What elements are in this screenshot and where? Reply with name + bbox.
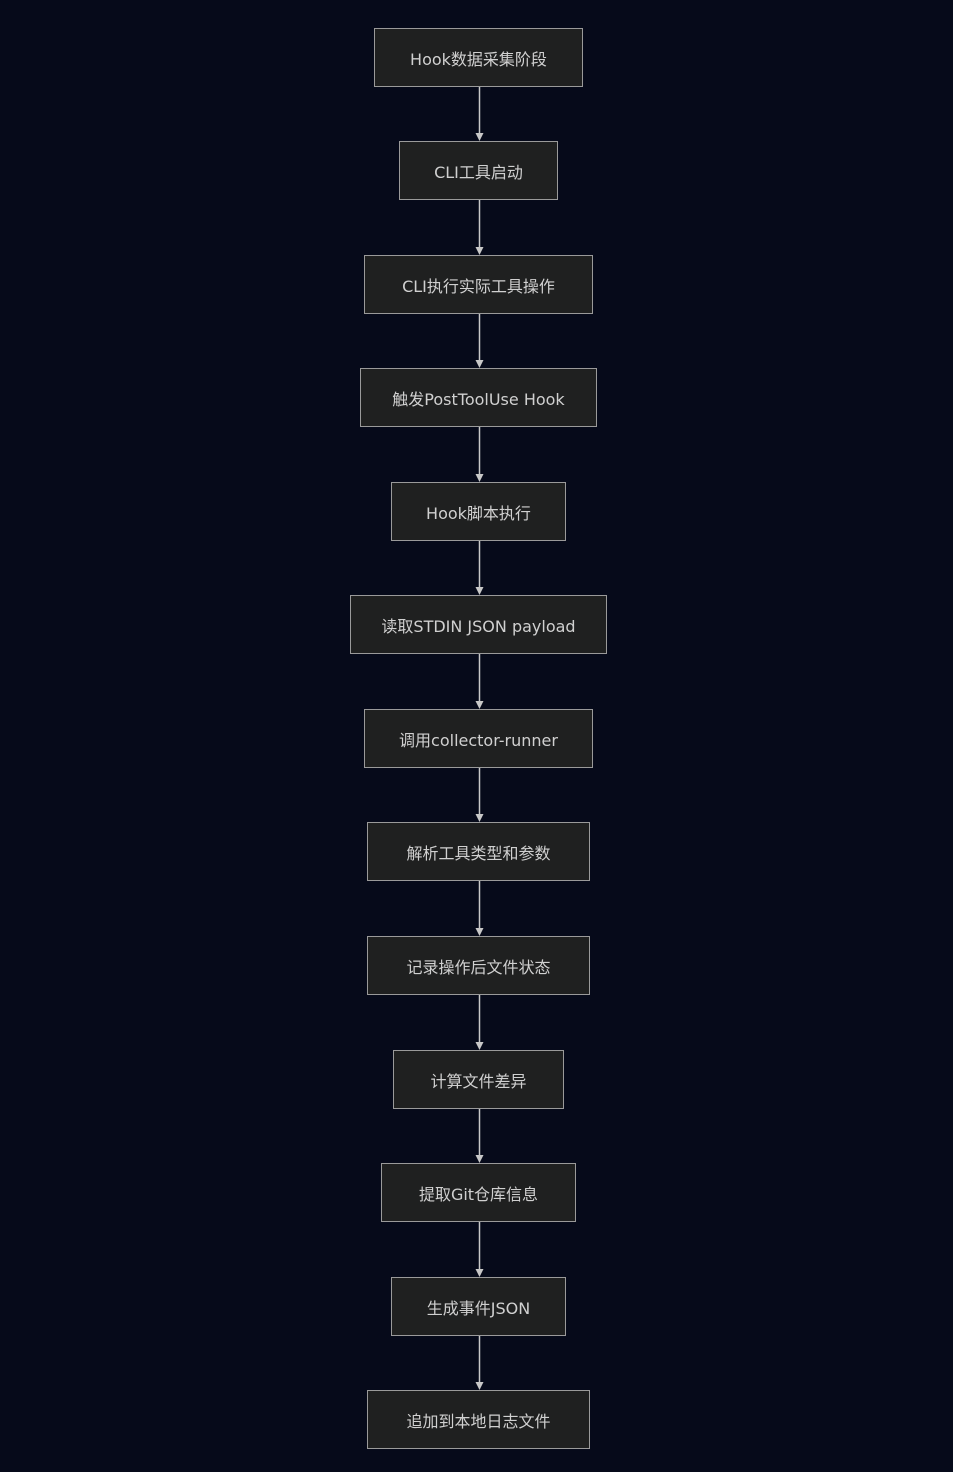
flow-node: 提取Git仓库信息 — [381, 1163, 576, 1222]
flow-node: Hook脚本执行 — [391, 482, 566, 541]
flow-node: 生成事件JSON — [391, 1277, 566, 1336]
flow-node: 读取STDIN JSON payload — [350, 595, 607, 654]
flow-node: 记录操作后文件状态 — [367, 936, 590, 995]
arrowhead-icon — [475, 701, 484, 709]
flow-node: 调用collector-runner — [364, 709, 593, 768]
arrowhead-icon — [475, 247, 484, 255]
flow-node: CLI工具启动 — [399, 141, 558, 200]
flow-node: CLI执行实际工具操作 — [364, 255, 593, 314]
arrowhead-icon — [475, 814, 484, 822]
arrowhead-icon — [475, 1042, 484, 1050]
flow-node: 解析工具类型和参数 — [367, 822, 590, 881]
arrowhead-icon — [475, 474, 484, 482]
arrowhead-icon — [475, 1382, 484, 1390]
arrowhead-icon — [475, 133, 484, 141]
flow-node: 触发PostToolUse Hook — [360, 368, 597, 427]
flow-node: Hook数据采集阶段 — [374, 28, 583, 87]
arrowhead-icon — [475, 360, 484, 368]
arrowhead-icon — [475, 928, 484, 936]
arrowhead-icon — [475, 1155, 484, 1163]
arrowhead-icon — [475, 587, 484, 595]
flow-node: 追加到本地日志文件 — [367, 1390, 590, 1449]
flow-node: 计算文件差异 — [393, 1050, 564, 1109]
arrowhead-icon — [475, 1269, 484, 1277]
